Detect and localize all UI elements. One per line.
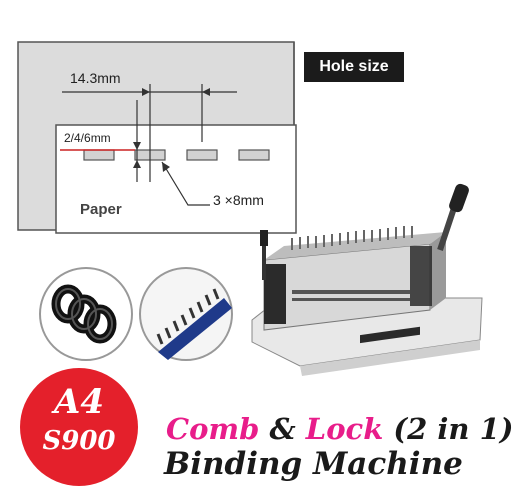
title-line-2: Binding Machine: [164, 446, 463, 482]
title-comb: Comb: [166, 412, 260, 446]
hole-depth-label: 2/4/6mm: [64, 131, 111, 145]
pitch-label: 14.3mm: [70, 70, 121, 86]
binding-machine-image: [251, 183, 483, 376]
hole: [186, 149, 218, 161]
title-amp: &: [269, 412, 296, 446]
size-label: A4: [53, 382, 105, 422]
paper-label: Paper: [80, 201, 122, 218]
model-badge: A4 S900: [20, 368, 138, 486]
model-code: S900: [42, 426, 116, 456]
title-line-1: Comb & Lock (2 in 1): [166, 412, 513, 446]
paper-area: [55, 124, 297, 234]
title-lock: Lock: [305, 412, 384, 446]
hole-size-badge: Hole size: [304, 52, 404, 82]
hole: [83, 149, 115, 161]
hole: [238, 149, 270, 161]
hole-size-label: 3 ×8mm: [213, 192, 264, 208]
hole-diagram: [17, 41, 297, 234]
lock-binding-icon: [139, 267, 233, 361]
title-suffix: (2 in 1): [393, 412, 513, 446]
comb-binding-icon: [39, 267, 133, 361]
